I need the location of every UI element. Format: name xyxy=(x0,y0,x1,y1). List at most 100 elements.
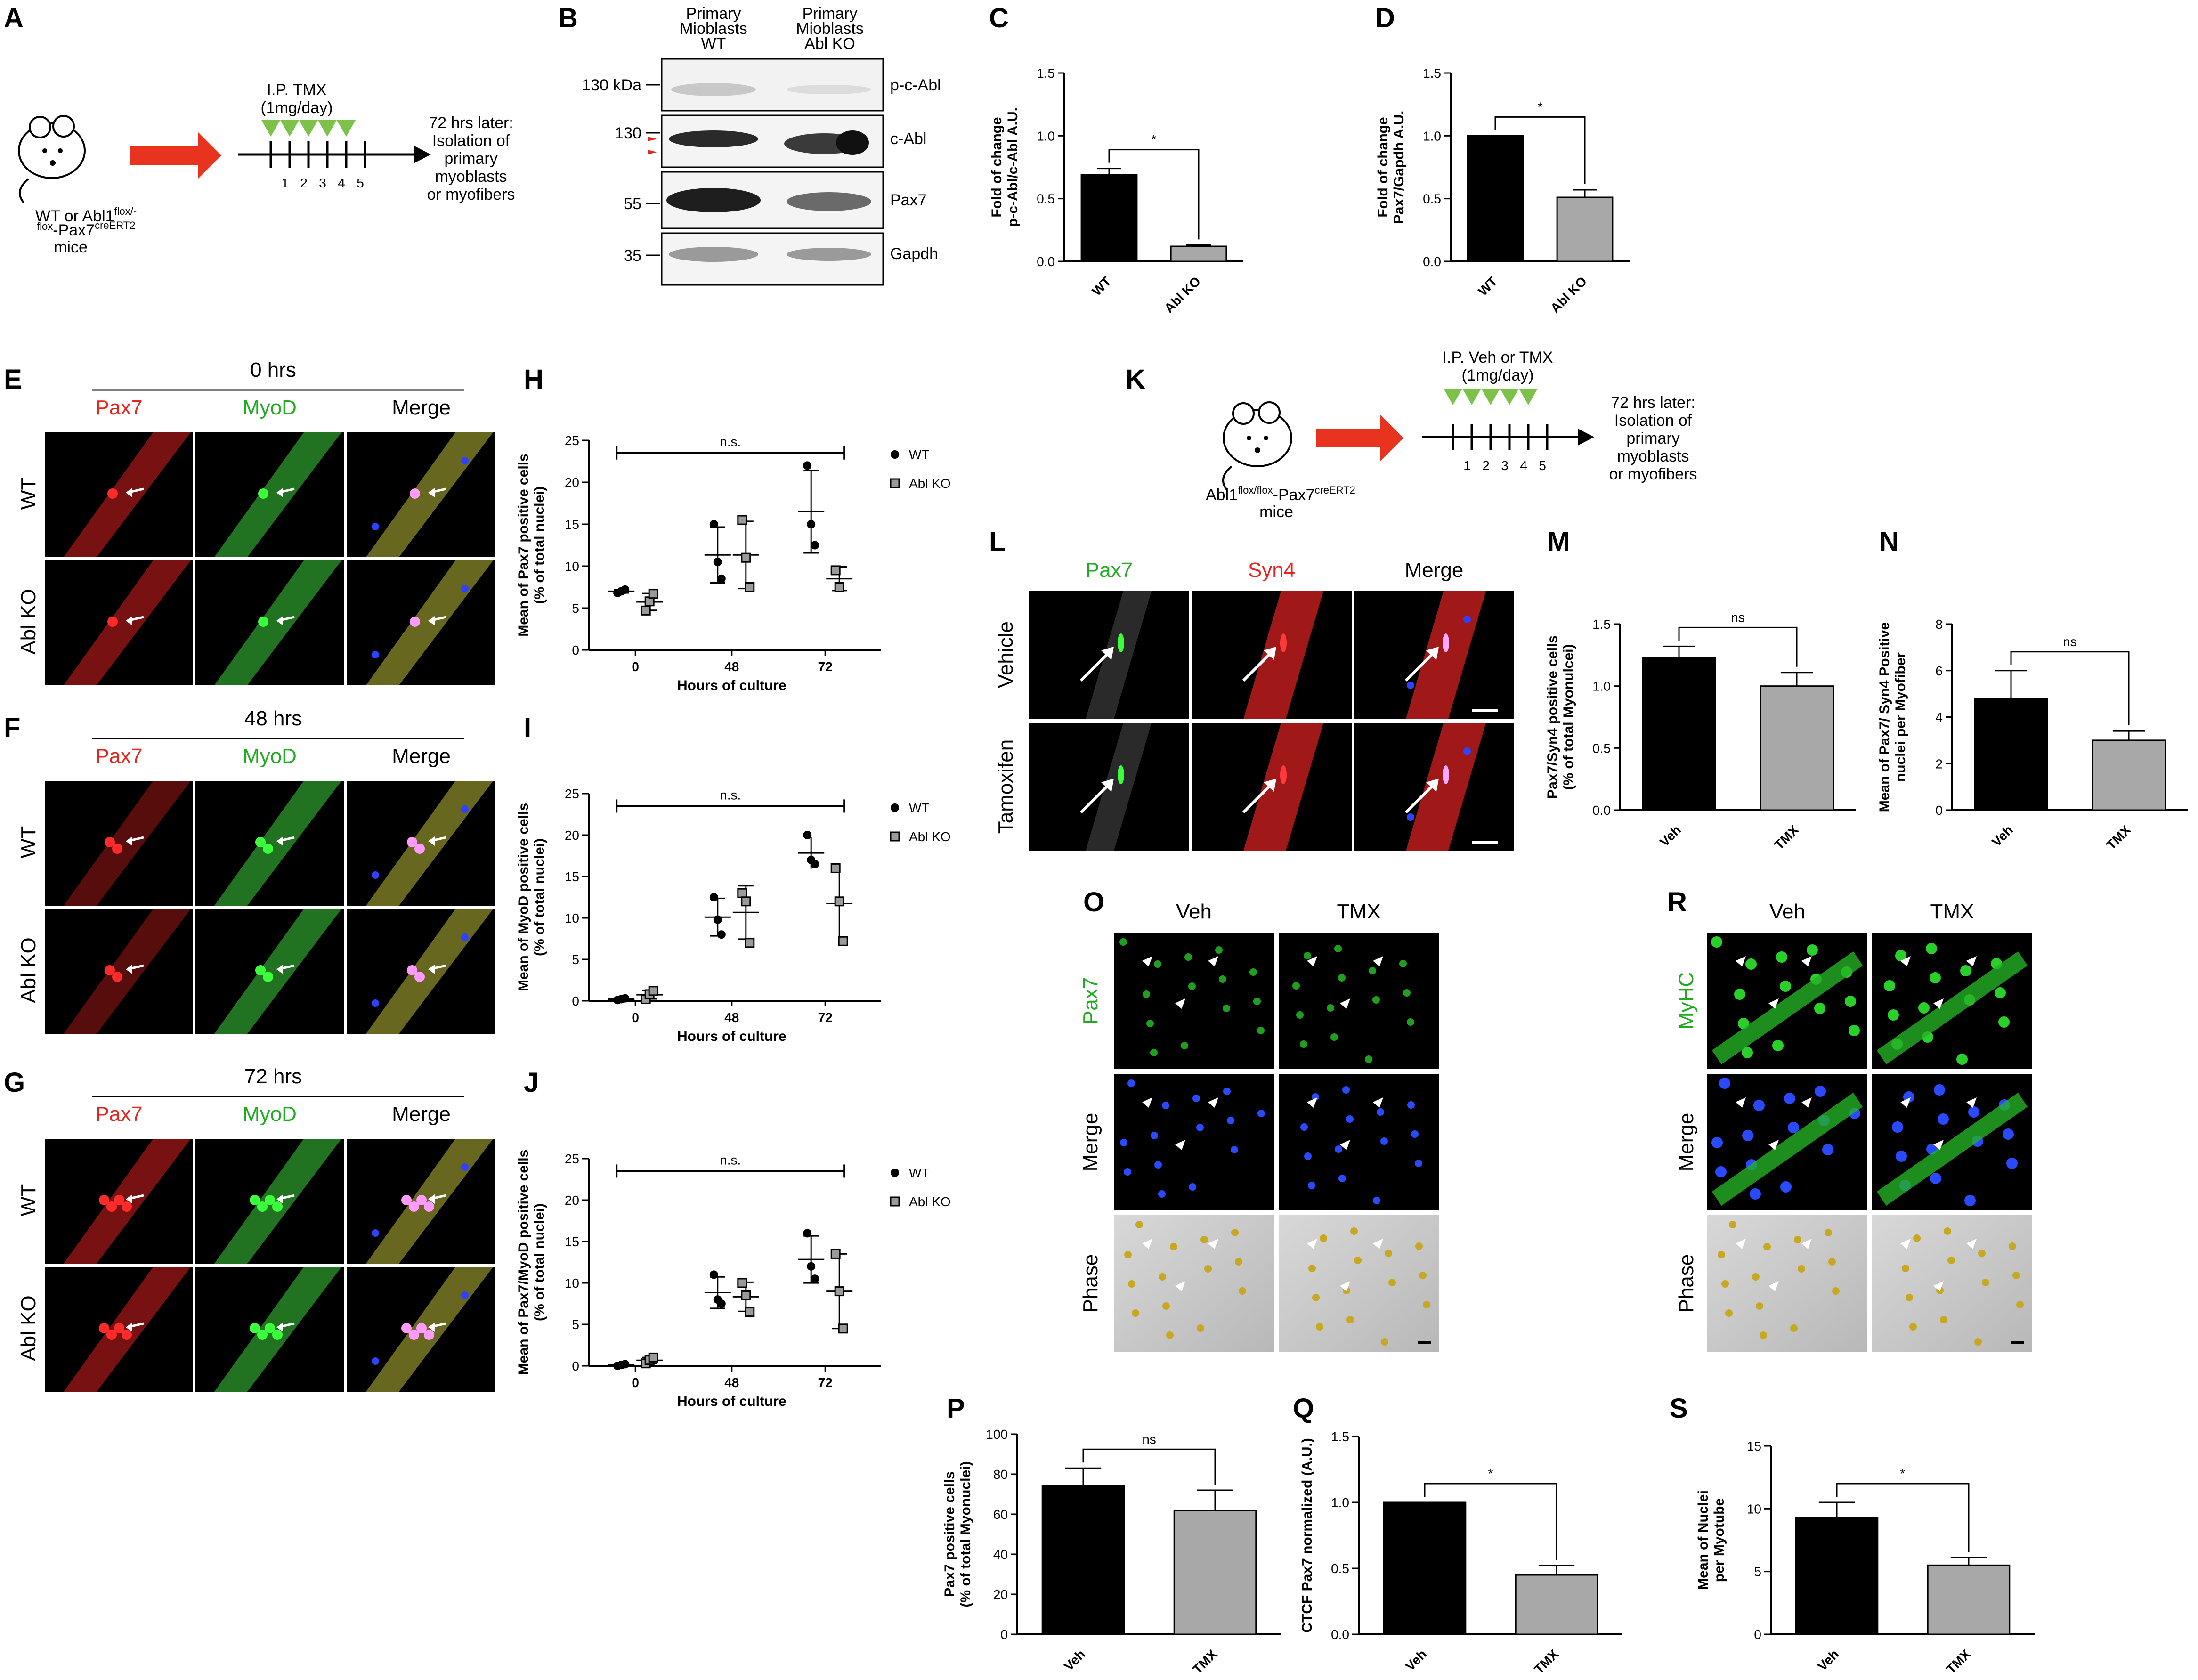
point-abl-ko xyxy=(834,1286,844,1297)
dapi-nucleus xyxy=(461,585,469,592)
cell xyxy=(1162,1102,1169,1109)
cell xyxy=(1231,1229,1239,1236)
nucleus xyxy=(106,1330,117,1340)
nucleus xyxy=(258,488,268,499)
point-abl-ko xyxy=(830,1249,841,1259)
cell xyxy=(1335,1145,1342,1153)
cell xyxy=(1934,1084,1945,1096)
x-tick-label: Veh xyxy=(1061,1647,1088,1673)
panel-label-g: G xyxy=(4,1067,25,1098)
cell xyxy=(1342,1086,1350,1094)
bar-tmx xyxy=(1760,685,1834,811)
y-tick-label: 5 xyxy=(1754,1565,1761,1579)
cell xyxy=(1815,1086,1826,1097)
b-mw-130kda: 130 kDa xyxy=(582,76,641,94)
point-abl-ko xyxy=(648,589,658,599)
significance-bracket xyxy=(1108,149,1200,240)
point-wt xyxy=(717,1299,726,1308)
later-k-2: primary xyxy=(1626,430,1679,447)
b-col2-1: Mioblasts xyxy=(796,20,864,38)
cell xyxy=(1742,1130,1753,1141)
myofiber xyxy=(366,560,493,685)
cell xyxy=(1415,1160,1422,1167)
arrowhead-icon xyxy=(1340,998,1350,1009)
arrow-icon-a xyxy=(130,132,221,179)
row-label-abl-ko: Abl KO xyxy=(17,589,40,654)
cell xyxy=(2016,1301,2024,1308)
y-tick-label: 0 xyxy=(1000,1627,1008,1642)
cell xyxy=(1159,1273,1166,1281)
point-abl-ko xyxy=(745,582,755,592)
myofiber xyxy=(1406,723,1486,851)
row-label-wt: WT xyxy=(17,1184,40,1216)
mouse-icon-k xyxy=(1222,401,1292,491)
myofiber xyxy=(1406,591,1486,719)
b-col1-2: WT xyxy=(701,35,726,53)
cell xyxy=(1124,1251,1132,1258)
y-axis-label: p-c-Abl/c-Abl A.U. xyxy=(1005,107,1021,227)
nucleus xyxy=(255,837,266,847)
legend-label-wt: WT xyxy=(909,801,930,815)
cell xyxy=(1373,1197,1380,1204)
x-tick-label: 48 xyxy=(724,659,739,674)
arrowhead-icon xyxy=(276,836,283,846)
y-axis-label: Mean of Pax7/MyoD positive cells xyxy=(516,1150,531,1375)
point-abl-ko xyxy=(741,1290,751,1300)
day-a-4: 4 xyxy=(338,176,345,190)
cell xyxy=(1369,967,1376,974)
scale-bar xyxy=(2011,1341,2024,1344)
mouse-icon-a xyxy=(18,115,86,203)
row-label-myhc: MyHC xyxy=(1675,972,1698,1030)
myofiber xyxy=(214,432,341,557)
panel-label-l: L xyxy=(989,527,1006,557)
time-label: 72 hrs xyxy=(244,1065,302,1088)
ip-a-line2: (1mg/day) xyxy=(260,99,333,117)
later-k-4: or myofibers xyxy=(1609,465,1697,483)
arrow-icon xyxy=(1242,783,1273,814)
x-tick-label: 0 xyxy=(632,659,639,674)
cell xyxy=(1930,972,1941,983)
arrowhead-icon xyxy=(1966,1239,1977,1249)
nucleus xyxy=(416,1195,427,1205)
x-tick-label: 72 xyxy=(818,659,833,674)
cell xyxy=(1784,1093,1795,1104)
arrowhead-icon xyxy=(1801,1097,1812,1108)
later-a-1: Isolation of xyxy=(432,132,510,150)
injection-triangles-k xyxy=(1444,389,1538,405)
arrowhead-icon xyxy=(428,836,435,846)
dapi-nucleus xyxy=(372,1229,379,1237)
arrowhead-icon xyxy=(428,1194,435,1204)
cell xyxy=(1300,1040,1307,1048)
scale-bar xyxy=(1472,841,1498,844)
nucleus xyxy=(107,488,118,499)
y-tick-label: 10 xyxy=(565,1276,579,1290)
arrowhead-icon xyxy=(1307,956,1317,966)
point-abl-ko xyxy=(834,896,844,907)
y-tick-label: 0 xyxy=(572,1359,579,1373)
y-tick-label: 0.0 xyxy=(1331,1627,1349,1642)
myofiber xyxy=(64,560,191,685)
cell xyxy=(1982,1279,1989,1286)
significance-label: ns xyxy=(1731,610,1745,625)
cell xyxy=(1135,1221,1143,1228)
arrowhead-icon xyxy=(276,488,283,497)
dapi-nucleus xyxy=(372,1357,379,1365)
myofiber xyxy=(214,1267,341,1392)
cell xyxy=(1308,1182,1315,1189)
cell xyxy=(1849,1025,1860,1036)
channel-label-merge: Merge xyxy=(392,1103,451,1126)
point-wt xyxy=(811,541,819,550)
channel-label-pax7: Pax7 xyxy=(1086,559,1133,582)
y-tick-label: 10 xyxy=(565,559,579,574)
cell xyxy=(1128,1280,1135,1288)
cell xyxy=(1377,1108,1384,1116)
cell xyxy=(1998,1016,2010,1028)
nucleus xyxy=(416,1323,427,1333)
x-tick-label: 72 xyxy=(818,1010,833,1025)
y-axis-label: CTCF Pax7 normalized (A.U.) xyxy=(1299,1438,1315,1632)
cell xyxy=(1215,946,1223,954)
legend-label-wt: WT xyxy=(909,1166,930,1180)
